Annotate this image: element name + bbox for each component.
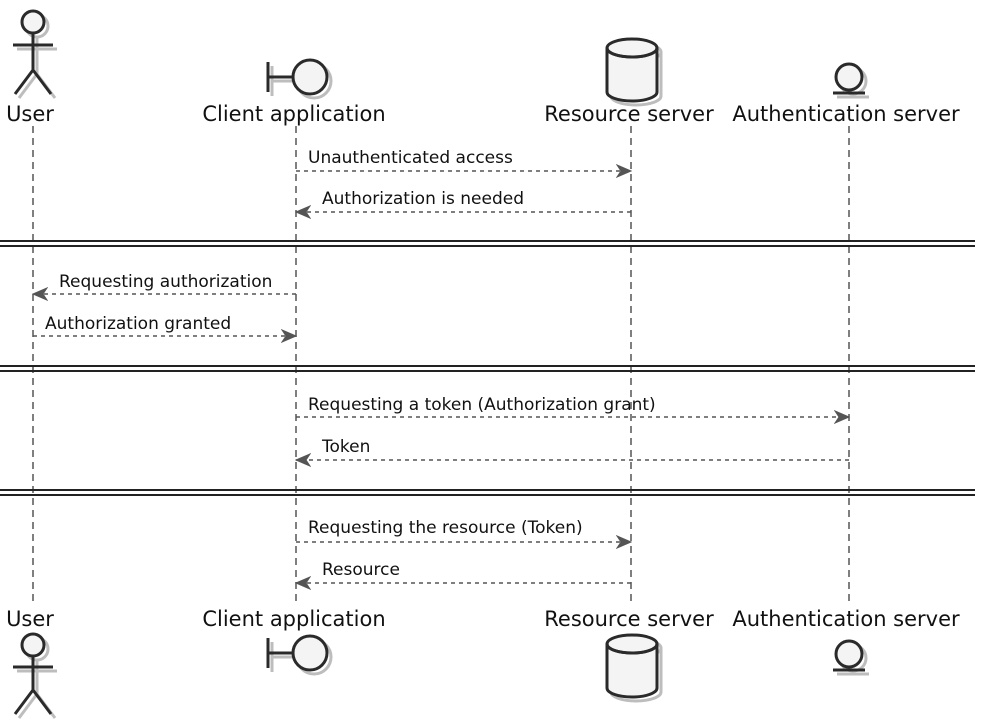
participant-label-resource: Resource server xyxy=(544,607,714,631)
message-label: Requesting the resource (Token) xyxy=(308,518,583,538)
participant-label-auth: Authentication server xyxy=(732,607,960,631)
message-label: Requesting authorization xyxy=(59,272,272,292)
message-label: Resource xyxy=(322,560,400,580)
group-dividers xyxy=(0,240,975,496)
participants-top: User Client application xyxy=(6,9,960,126)
participants-bottom: User Client application Resource server … xyxy=(6,607,960,719)
database-icon xyxy=(605,37,663,107)
message-label: Token xyxy=(321,437,370,457)
message-label: Unauthenticated access xyxy=(308,148,513,168)
participant-label-resource: Resource server xyxy=(544,102,714,126)
entity-icon xyxy=(833,639,869,676)
participant-label-auth: Authentication server xyxy=(732,102,960,126)
group-divider xyxy=(0,240,975,247)
participant-label-client: Client application xyxy=(202,102,385,126)
message-label: Requesting a token (Authorization grant) xyxy=(308,395,656,415)
message-label: Authorization granted xyxy=(45,314,231,334)
group-divider xyxy=(0,489,975,496)
boundary-icon xyxy=(266,58,333,100)
database-icon xyxy=(605,633,663,703)
entity-icon xyxy=(833,62,869,99)
message-label: Authorization is needed xyxy=(322,189,524,209)
boundary-icon xyxy=(266,634,333,676)
group-divider xyxy=(0,365,975,372)
messages: Unauthenticated access Authorization is … xyxy=(33,148,849,583)
actor-icon xyxy=(13,632,57,719)
actor-icon xyxy=(13,9,57,99)
participant-label-client: Client application xyxy=(202,607,385,631)
participant-label-user: User xyxy=(6,102,54,126)
participant-label-user: User xyxy=(6,607,54,631)
